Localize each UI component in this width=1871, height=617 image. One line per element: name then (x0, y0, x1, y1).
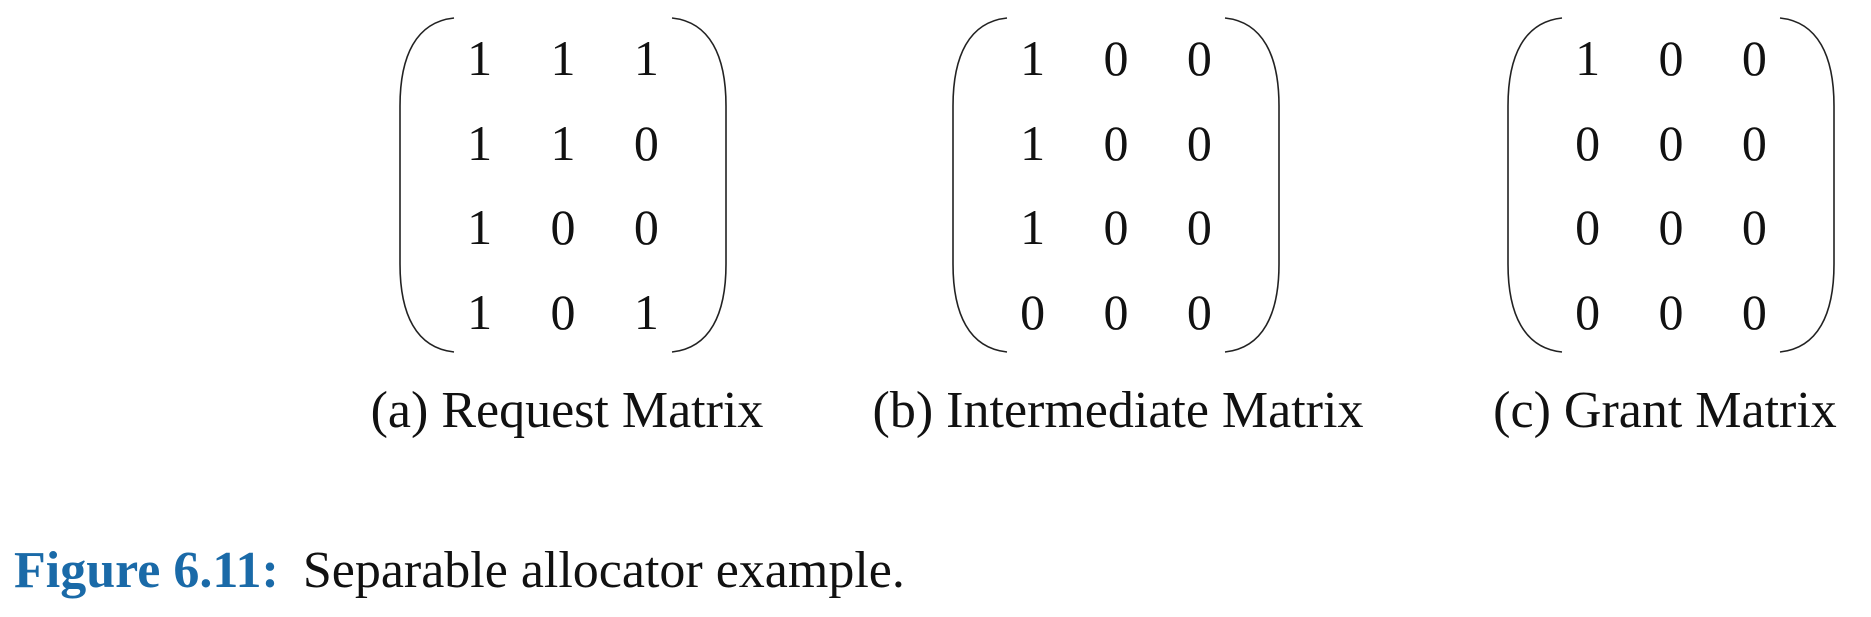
figure-label: Figure 6.11: (14, 542, 279, 599)
matrix-cell: 0 (1741, 30, 1767, 87)
matrix-cell: 0 (1186, 199, 1212, 256)
matrix-cell: 0 (550, 199, 576, 256)
matrix-cell: 0 (1741, 283, 1767, 340)
matrix-cell: 0 (1658, 283, 1684, 340)
intermediate-matrix-caption: (b) Intermediate Matrix (872, 382, 1364, 439)
request-matrix: 1 1 1 1 1 0 1 0 0 1 0 1 (398, 16, 728, 354)
matrix-cell: 0 (1186, 114, 1212, 171)
matrix-cell: 0 (1103, 114, 1129, 171)
intermediate-matrix: 1 0 0 1 0 0 1 0 0 0 0 0 (951, 16, 1281, 354)
right-bracket (1779, 17, 1835, 353)
matrix-cell: 1 (467, 283, 493, 340)
matrix-cell: 0 (1658, 30, 1684, 87)
figure-caption-text: Separable allocator example. (302, 542, 905, 599)
grant-matrix: 1 0 0 0 0 0 0 0 0 0 0 0 (1506, 16, 1836, 354)
matrix-cell: 0 (1186, 283, 1212, 340)
matrix-cell: 1 (550, 114, 576, 171)
right-bracket (671, 17, 727, 353)
matrix-cell: 1 (1020, 114, 1046, 171)
matrix-cell: 1 (633, 283, 659, 340)
matrix-cell: 0 (1575, 283, 1601, 340)
matrix-cell: 0 (633, 114, 659, 171)
left-bracket (952, 17, 1008, 353)
matrix-cell: 1 (1575, 30, 1601, 87)
matrix-cell: 0 (1020, 283, 1046, 340)
request-matrix-caption: (a) Request Matrix (370, 382, 764, 439)
matrix-cell: 0 (1103, 283, 1129, 340)
matrix-cell: 0 (1741, 114, 1767, 171)
matrix-cell: 1 (467, 30, 493, 87)
matrix-grid: 1 0 0 1 0 0 1 0 0 0 0 0 (991, 16, 1241, 354)
matrix-cell: 0 (1658, 199, 1684, 256)
matrix-cell: 0 (633, 199, 659, 256)
matrix-cell: 0 (550, 283, 576, 340)
matrix-cell: 1 (1020, 199, 1046, 256)
right-bracket (1224, 17, 1280, 353)
matrix-cell: 1 (550, 30, 576, 87)
matrix-cell: 0 (1575, 199, 1601, 256)
matrix-cell: 0 (1103, 30, 1129, 87)
matrix-cell: 0 (1575, 114, 1601, 171)
matrix-cell: 0 (1658, 114, 1684, 171)
figure-caption: Figure 6.11: Separable allocator example. (14, 545, 905, 597)
matrix-cell: 1 (633, 30, 659, 87)
matrix-cell: 1 (1020, 30, 1046, 87)
matrix-grid: 1 1 1 1 1 0 1 0 0 1 0 1 (438, 16, 688, 354)
matrix-cell: 0 (1103, 199, 1129, 256)
grant-matrix-caption: (c) Grant Matrix (1493, 382, 1837, 439)
matrix-grid: 1 0 0 0 0 0 0 0 0 0 0 0 (1546, 16, 1796, 354)
left-bracket (1507, 17, 1563, 353)
matrix-cell: 1 (467, 114, 493, 171)
matrix-cell: 0 (1741, 199, 1767, 256)
matrix-cell: 0 (1186, 30, 1212, 87)
matrix-cell: 1 (467, 199, 493, 256)
left-bracket (399, 17, 455, 353)
